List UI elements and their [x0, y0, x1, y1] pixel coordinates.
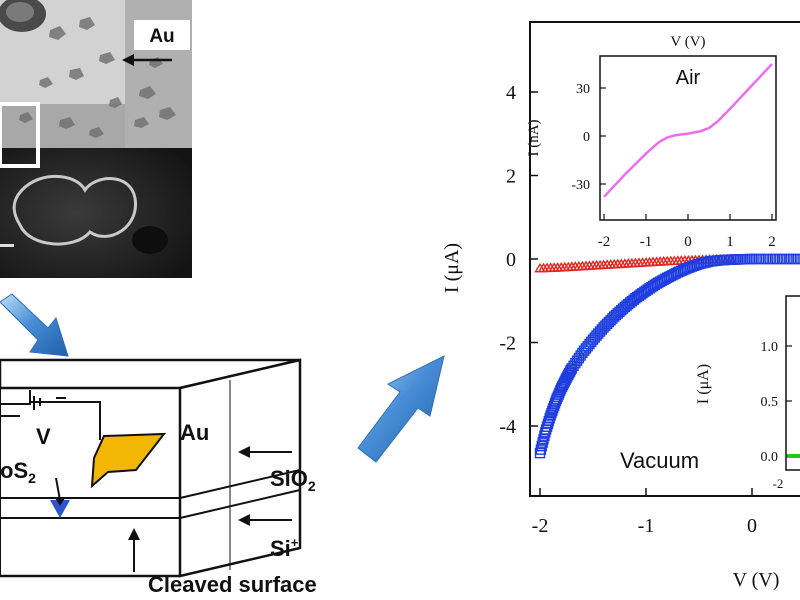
main-y-tick-label: 2 — [506, 166, 516, 188]
air-y-tick-label: -30 — [571, 178, 590, 193]
right-x-tick-label: -2 — [773, 476, 784, 491]
air-y-ticks: 30 0 -30 — [571, 82, 606, 193]
sem-au-label: Au — [149, 26, 174, 47]
mos2-flake — [50, 500, 70, 518]
main-data-point-blue — [796, 253, 800, 265]
air-x-tick-label: 0 — [684, 234, 692, 250]
sem-flake-outline — [12, 174, 137, 246]
main-y-tick-label: -4 — [499, 416, 516, 438]
cleaved-label: Cleaved surface — [148, 572, 317, 597]
main-data-point-blue — [543, 415, 555, 427]
circuit-wire-left — [0, 390, 31, 405]
right-y-tick-label: 0.5 — [761, 395, 779, 410]
air-series — [603, 63, 773, 198]
main-x-tick-label: -1 — [638, 515, 655, 537]
sem-micrograph: Au — [0, 0, 192, 278]
main-data-point-blue — [534, 447, 546, 459]
flow-arrow-down — [0, 293, 69, 357]
right-y-ticks: 1.0 0.5 0.0 — [761, 340, 792, 465]
air-x-tick-label: -2 — [598, 234, 611, 250]
air-top-axis-label: V (V) — [670, 34, 705, 50]
main-data-point-blue — [544, 413, 555, 424]
schematic-side-face — [178, 358, 302, 578]
air-y-tick-label: 30 — [576, 82, 590, 97]
au-label: Au — [180, 420, 209, 445]
air-x-ticks: -2 -1 0 1 2 — [598, 214, 776, 250]
main-y-axis-label: I (μA) — [441, 243, 463, 293]
right-y-axis-label: I (μA) — [695, 364, 712, 404]
main-data-point-blue — [538, 434, 549, 445]
sio2-label: SiO2 — [270, 466, 316, 494]
main-y-tick-label: -2 — [499, 333, 516, 355]
main-data-point-blue — [598, 322, 609, 333]
au-electrode — [90, 432, 167, 489]
main-data-point-blue — [535, 444, 547, 455]
main-x-axis-label: V (V) — [733, 569, 780, 591]
air-y-axis-label: I (nA) — [526, 119, 542, 156]
air-x-tick-label: -1 — [640, 234, 653, 250]
sem-scale-bar — [0, 244, 14, 247]
sem-zoom-box — [0, 102, 40, 168]
right-inset-chart: 1.0 0.5 0.0 -2 I (μA) — [695, 295, 800, 491]
right-inset-frame — [785, 295, 800, 471]
main-y-tick-label: 0 — [506, 249, 516, 271]
main-x-ticks: -2 -1 0 — [532, 488, 757, 537]
right-y-tick-label: 0.0 — [761, 450, 779, 465]
main-data-point-blue — [601, 318, 613, 330]
sem-flakes — [19, 17, 189, 138]
main-y-tick-label: 4 — [506, 82, 516, 104]
sem-au-label-bg — [134, 20, 190, 50]
main-series — [534, 253, 800, 459]
main-x-tick-label: -2 — [532, 515, 549, 537]
sem-zoom-region — [0, 148, 192, 278]
main-data-point-blue — [600, 320, 611, 331]
main-data-point-blue — [564, 366, 576, 377]
right-y-tick-label: 1.0 — [761, 340, 779, 355]
main-data-point-blue — [536, 440, 547, 452]
main-data-point-blue — [605, 315, 616, 326]
air-x-tick-label: 1 — [726, 234, 734, 250]
main-data-point-blue — [603, 316, 615, 328]
air-inset-chart: 30 0 -30 -2 -1 0 1 2 Air V (V) I (nA) — [526, 34, 777, 250]
circuit-wire-right — [70, 401, 101, 440]
si-label: Si+ — [270, 535, 299, 561]
air-x-tick-label: 2 — [768, 234, 776, 250]
main-data-point-blue — [537, 437, 548, 448]
main-x-tick-label: 0 — [747, 515, 757, 537]
air-series-line — [603, 63, 773, 198]
device-schematic: V Au oS2 SiO2 Si+ Cleaved surface — [0, 358, 317, 597]
flow-arrow-right — [357, 355, 445, 463]
voltage-label: V — [36, 424, 51, 449]
air-y-tick-label: 0 — [583, 130, 590, 145]
vacuum-annotation: Vacuum — [620, 448, 699, 473]
air-annotation: Air — [676, 67, 701, 89]
mos2-label: oS2 — [0, 458, 36, 486]
main-y-ticks: 4 2 0 -2 -4 — [499, 82, 538, 438]
